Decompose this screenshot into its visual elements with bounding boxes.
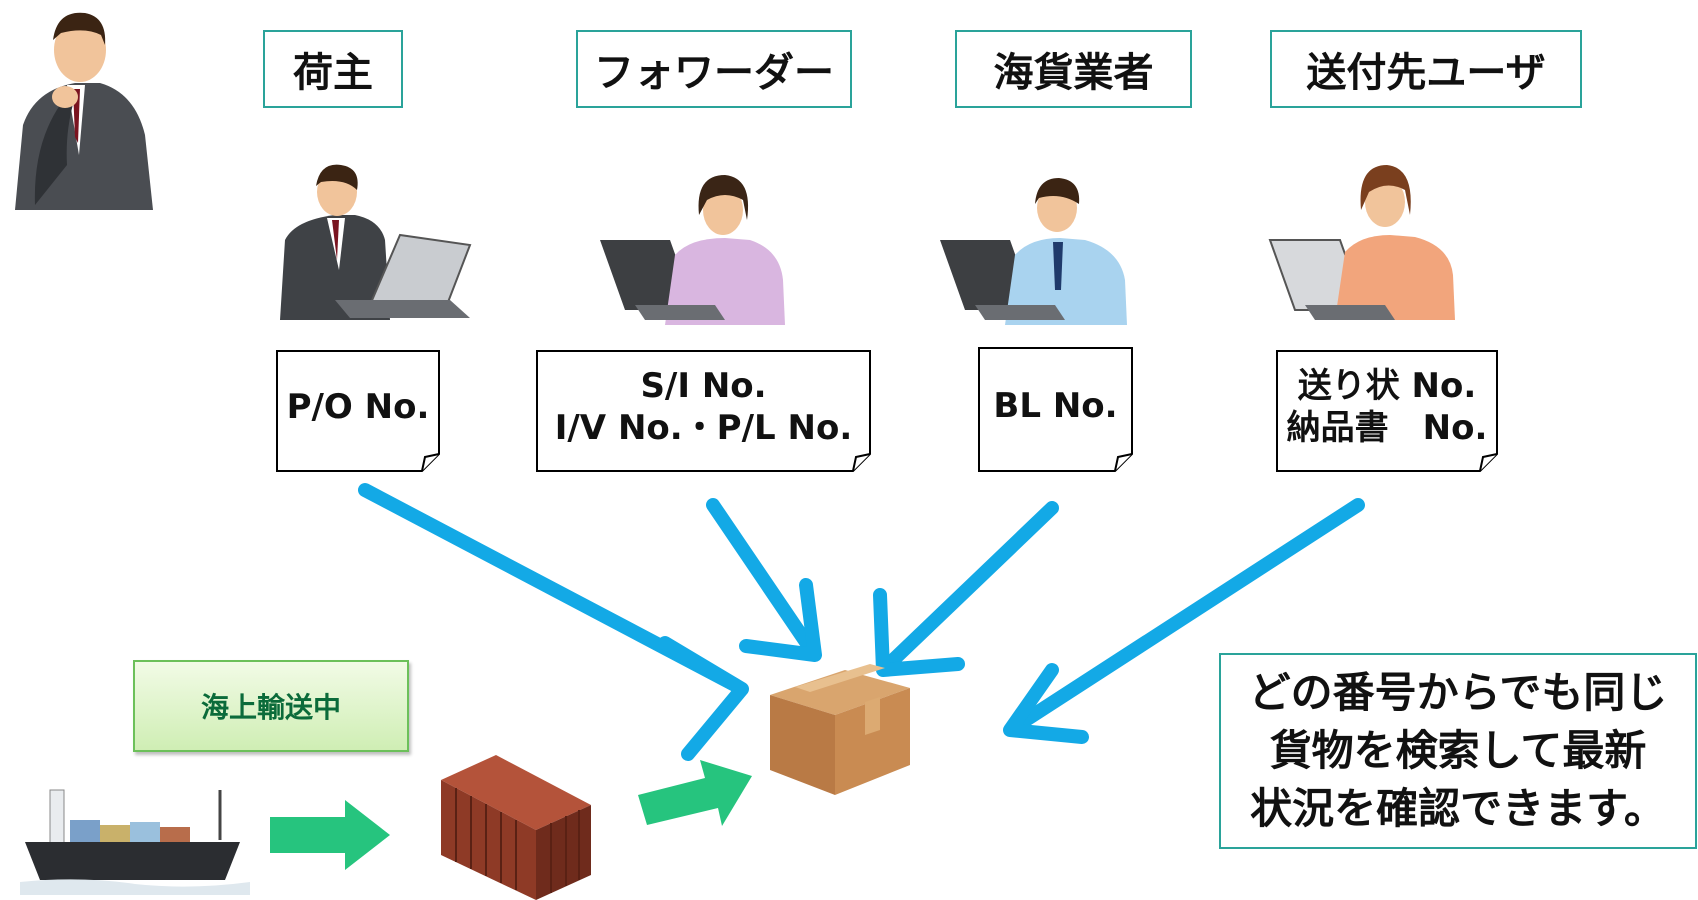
document-bl-number: BL No. — [978, 347, 1133, 472]
laptop-user-man-icon — [280, 164, 472, 320]
shipping-container-icon — [441, 755, 591, 900]
thinking-businessman-icon — [15, 12, 153, 210]
arrow-from-shipper — [358, 483, 749, 761]
document-invoice-delivery-number: 送り状 No. 納品書 No. — [1276, 350, 1498, 472]
cardboard-box-icon — [770, 664, 910, 795]
document-line: S/I No. — [640, 366, 767, 406]
laptop-user-woman-orange-icon — [1268, 165, 1455, 320]
laptop-user-man-blue-icon — [940, 178, 1127, 325]
role-customs-broker: 海貨業者 — [955, 30, 1192, 108]
message-line: 状況を確認できます。 — [1250, 784, 1666, 833]
role-shipper: 荷主 — [263, 30, 403, 108]
message-box: どの番号からでも同じ 貨物を検索して最新 状況を確認できます。 — [1219, 653, 1697, 849]
role-forwarder: フォワーダー — [576, 30, 852, 108]
document-line: 送り状 No. — [1297, 366, 1477, 406]
document-line: BL No. — [993, 385, 1118, 426]
message-line: どの番号からでも同じ — [1248, 668, 1668, 717]
role-recipient-user: 送付先ユーザ — [1270, 30, 1582, 108]
document-line: 納品書 No. — [1286, 408, 1488, 448]
document-po-number: P/O No. — [276, 350, 440, 472]
status-in-sea-transit: 海上輸送中 — [133, 660, 409, 752]
document-si-iv-pl-number: S/I No. I/V No.・P/L No. — [536, 350, 871, 472]
arrow-from-customs-broker — [873, 501, 1059, 677]
document-line: P/O No. — [286, 387, 430, 427]
laptop-user-woman-icon — [600, 175, 785, 325]
arrow-from-recipient — [1003, 498, 1365, 744]
arrow-from-forwarder — [706, 498, 822, 662]
cargo-ship-icon — [20, 789, 250, 895]
message-line: 貨物を検索して最新 — [1269, 726, 1647, 775]
green-arrow-container-to-box — [638, 760, 752, 826]
document-line: I/V No.・P/L No. — [554, 408, 853, 448]
green-arrow-ship-to-container — [270, 800, 390, 870]
